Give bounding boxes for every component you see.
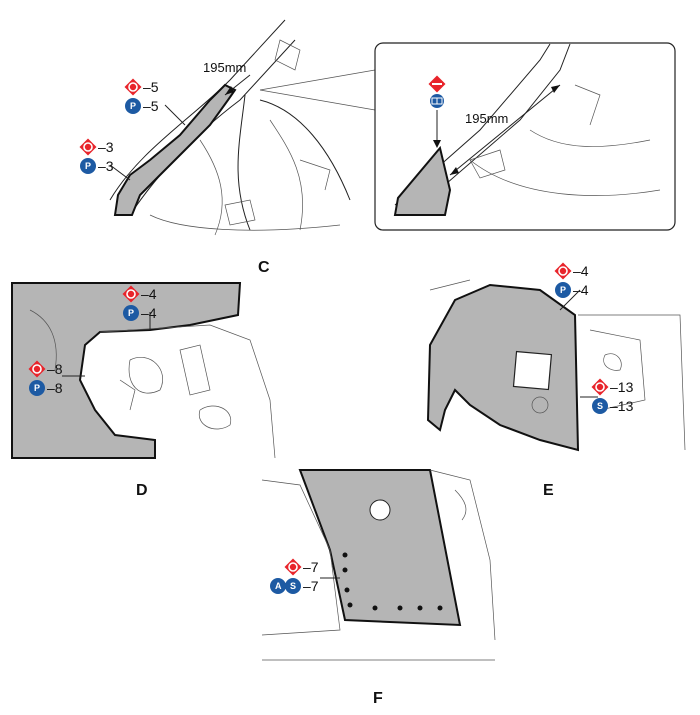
svg-text:–4: –4 bbox=[573, 263, 589, 279]
c-callout-p3: P –3 bbox=[80, 158, 114, 174]
panel-label-e: E bbox=[543, 482, 554, 499]
sealer-o-icon bbox=[283, 557, 303, 577]
heat-icon bbox=[430, 94, 444, 108]
sealer-o-icon bbox=[553, 261, 573, 281]
svg-text:P: P bbox=[128, 308, 134, 318]
svg-text:S: S bbox=[597, 401, 603, 411]
panel-c-illustration bbox=[109, 19, 376, 236]
zoom-dimension-label: 195mm bbox=[465, 111, 508, 126]
svg-text:P: P bbox=[560, 285, 566, 295]
e-callout-o13: –13 bbox=[590, 377, 634, 397]
f-callout-as7: A S –7 bbox=[270, 578, 319, 594]
c-callout-o5: –5 bbox=[123, 77, 159, 97]
sealer-o-icon bbox=[590, 377, 610, 397]
c-callout-p5: P –5 bbox=[125, 98, 159, 114]
svg-text:–4: –4 bbox=[573, 282, 589, 298]
d-callout-o4: –4 bbox=[121, 284, 157, 304]
svg-text:–3: –3 bbox=[98, 139, 114, 155]
panel-f-illustration bbox=[261, 469, 496, 661]
panel-e-illustration bbox=[426, 279, 686, 452]
svg-text:–8: –8 bbox=[47, 361, 63, 377]
panel-d-illustration bbox=[11, 282, 276, 459]
svg-text:P: P bbox=[34, 383, 40, 393]
svg-text:–13: –13 bbox=[610, 379, 634, 395]
svg-text:S: S bbox=[290, 581, 296, 591]
svg-text:–7: –7 bbox=[303, 578, 319, 594]
svg-text:P: P bbox=[130, 101, 136, 111]
sealer-o-icon bbox=[123, 77, 143, 97]
svg-text:–7: –7 bbox=[303, 559, 319, 575]
sealer-o-icon bbox=[78, 137, 98, 157]
svg-text:–5: –5 bbox=[143, 98, 159, 114]
panel-label-c: C bbox=[258, 259, 270, 276]
f-callout-o7: –7 bbox=[283, 557, 319, 577]
remove-icon bbox=[428, 75, 446, 93]
c-zoom-detail: 195mm bbox=[374, 42, 676, 231]
svg-text:–8: –8 bbox=[47, 380, 63, 396]
svg-text:–4: –4 bbox=[141, 286, 157, 302]
e-callout-o4: –4 bbox=[553, 261, 589, 281]
leader-lines bbox=[62, 104, 598, 579]
d-callout-p8: P –8 bbox=[29, 380, 63, 396]
svg-text:–3: –3 bbox=[98, 158, 114, 174]
svg-text:–4: –4 bbox=[141, 305, 157, 321]
svg-text:–13: –13 bbox=[610, 398, 634, 414]
panel-label-f: F bbox=[373, 690, 383, 707]
svg-text:–5: –5 bbox=[143, 79, 159, 95]
e-callout-p4: P –4 bbox=[555, 282, 589, 298]
d-callout-o8: –8 bbox=[27, 359, 63, 379]
c-dimension-label: 195mm bbox=[203, 60, 246, 75]
panel-label-d: D bbox=[136, 482, 148, 499]
svg-text:P: P bbox=[85, 161, 91, 171]
d-callout-p4: P –4 bbox=[123, 305, 157, 321]
e-callout-s13: S –13 bbox=[592, 398, 634, 414]
c-callout-o3: –3 bbox=[78, 137, 114, 157]
svg-text:A: A bbox=[275, 581, 282, 591]
